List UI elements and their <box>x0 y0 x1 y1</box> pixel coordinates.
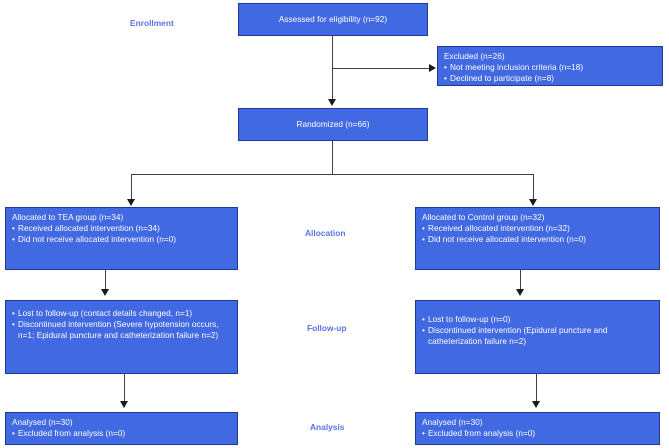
node-followup-tea: Lost to follow-up (contact details chang… <box>5 300 238 374</box>
arrowhead-alloc-control <box>529 199 537 206</box>
node-analysed-control-title: Analysed (n=30) <box>422 418 483 427</box>
list-item: Excluded from analysis (n=0) <box>422 428 653 439</box>
list-item: Not meeting inclusion criteria (n=18) <box>444 62 656 73</box>
stage-label-followup: Follow-up <box>307 323 347 333</box>
arrowhead-alloc-tea <box>127 199 135 206</box>
list-item: Received allocated intervention (n=32) <box>422 223 653 234</box>
node-allocated-tea-title: Allocated to TEA group (n=34) <box>12 213 124 222</box>
node-analysed-tea: Analysed (n=30) Excluded from analysis (… <box>5 412 238 445</box>
list-item: Did not receive allocated intervention (… <box>12 234 231 245</box>
node-randomized-title: Randomized (n=66) <box>296 119 370 129</box>
stage-label-enrollment: Enrollment <box>130 18 174 28</box>
connector-alloc-tea-to-followup <box>105 270 106 294</box>
connector-to-alloc-control <box>533 174 534 203</box>
node-excluded: Excluded (n=26) Not meeting inclusion cr… <box>437 46 663 86</box>
node-randomized: Randomized (n=66) <box>238 108 428 141</box>
node-allocated-control-list: Received allocated intervention (n=32) D… <box>422 223 653 246</box>
node-allocated-tea: Allocated to TEA group (n=34) Received a… <box>5 207 238 270</box>
list-item: Did not receive allocated intervention (… <box>422 234 653 245</box>
list-item: Declined to participate (n=8) <box>444 73 656 84</box>
list-item: Excluded from analysis (n=0) <box>12 428 231 439</box>
arrowhead-analysis-control <box>532 401 540 408</box>
list-item: Lost to follow-up (n=0) <box>422 314 653 325</box>
node-analysed-tea-title: Analysed (n=30) <box>12 418 73 427</box>
list-item: Discontinued intervention (Epidural punc… <box>422 325 653 347</box>
connector-alloc-control-to-followup <box>520 270 521 294</box>
node-excluded-list: Not meeting inclusion criteria (n=18) De… <box>444 62 656 85</box>
node-followup-tea-list: Lost to follow-up (contact details chang… <box>12 308 231 342</box>
node-analysed-control-list: Excluded from analysis (n=0) <box>422 428 653 439</box>
connector-assessed-to-randomized <box>332 36 333 102</box>
stage-label-analysis: Analysis <box>310 422 345 432</box>
node-allocated-tea-list: Received allocated intervention (n=34) D… <box>12 223 231 246</box>
list-item: Received allocated intervention (n=34) <box>12 223 231 234</box>
connector-allocation-split-bar <box>131 174 533 175</box>
arrowhead-randomized <box>328 99 336 106</box>
node-followup-control: Lost to follow-up (n=0) Discontinued int… <box>415 300 660 374</box>
connector-followup-control-to-analysis <box>536 374 537 407</box>
node-followup-control-list: Lost to follow-up (n=0) Discontinued int… <box>422 314 653 348</box>
node-excluded-title: Excluded (n=26) <box>444 52 505 61</box>
connector-randomized-trunk <box>332 141 333 175</box>
node-assessed-for-eligibility: Assessed for eligibility (n=92) <box>238 3 428 36</box>
node-analysed-tea-list: Excluded from analysis (n=0) <box>12 428 231 439</box>
node-allocated-control-title: Allocated to Control group (n=32) <box>422 213 545 222</box>
node-analysed-control: Analysed (n=30) Excluded from analysis (… <box>415 412 660 445</box>
stage-label-allocation: Allocation <box>305 228 346 238</box>
arrowhead-followup-tea <box>101 289 109 296</box>
list-item: Discontinued intervention (Severe hypote… <box>12 319 231 341</box>
connector-assessed-to-excluded <box>332 68 432 69</box>
arrowhead-excluded <box>429 64 436 72</box>
node-allocated-control: Allocated to Control group (n=32) Receiv… <box>415 207 660 270</box>
connector-followup-tea-to-analysis <box>124 374 125 407</box>
arrowhead-followup-control <box>516 289 524 296</box>
list-item: Lost to follow-up (contact details chang… <box>12 308 231 319</box>
arrowhead-analysis-tea <box>120 401 128 408</box>
node-assessed-title: Assessed for eligibility (n=92) <box>278 14 388 24</box>
connector-to-alloc-tea <box>131 174 132 203</box>
